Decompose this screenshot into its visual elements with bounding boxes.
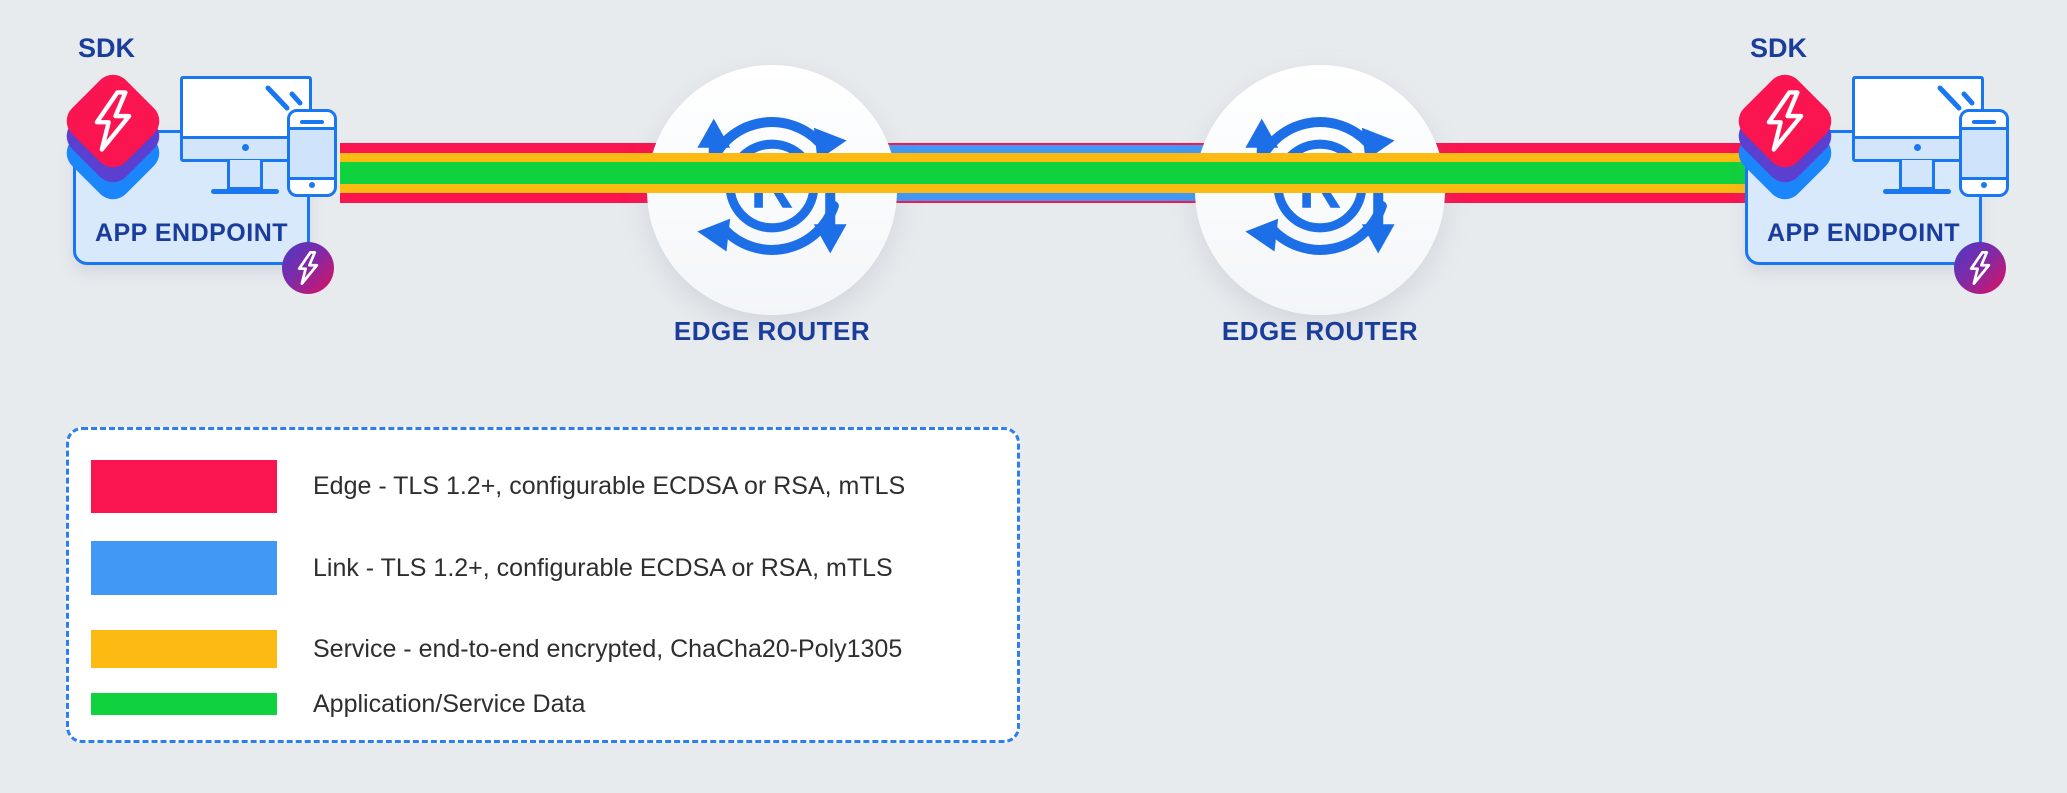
monitor-base <box>211 189 279 194</box>
legend-label-service: Service - end-to-end encrypted, ChaCha20… <box>313 635 903 663</box>
legend-label-data: Application/Service Data <box>313 690 586 718</box>
endpoint-label: APP ENDPOINT <box>94 219 289 247</box>
lightning-bolt-icon <box>297 251 319 285</box>
legend-swatch-link <box>91 541 277 595</box>
edge-router-left-label: EDGE ROUTER <box>673 316 871 346</box>
legend-swatch-edge <box>91 460 277 513</box>
lightning-bolt-icon <box>1766 90 1804 152</box>
data-stripe <box>340 162 1745 184</box>
app-endpoint-left: APP ENDPOINT SDK <box>0 0 360 310</box>
edge-router-right-label: EDGE ROUTER <box>1221 316 1419 346</box>
app-endpoint-right: APP ENDPOINT SDK <box>1672 0 2032 310</box>
lightning-bolt-icon <box>94 90 132 152</box>
monitor-base <box>1883 189 1951 194</box>
link-stripe-top <box>772 145 1320 153</box>
legend-swatch-service <box>91 630 277 668</box>
signal-marks-icon <box>265 85 303 111</box>
phone-screen <box>290 127 334 180</box>
legend-label-edge: Edge - TLS 1.2+, configurable ECDSA or R… <box>313 472 906 500</box>
monitor-bezel <box>1855 136 1981 159</box>
phone-screen <box>1962 127 2006 180</box>
legend-swatch-data <box>91 693 277 715</box>
monitor-dot <box>242 144 249 151</box>
phone-home-button <box>309 182 315 188</box>
signal-marks-icon <box>1937 85 1975 111</box>
service-stripe-bottom <box>340 184 1745 193</box>
monitor-stand <box>227 160 263 190</box>
monitor-stand <box>1899 160 1935 190</box>
phone-icon <box>287 109 337 197</box>
link-stripe-bottom <box>772 193 1320 201</box>
lightning-bolt-icon <box>1969 251 1991 285</box>
phone-home-button <box>1981 182 1987 188</box>
phone-icon <box>1959 109 2009 197</box>
monitor-dot <box>1914 144 1921 151</box>
sdk-label: SDK <box>78 33 136 63</box>
legend-label-link: Link - TLS 1.2+, configurable ECDSA or R… <box>313 554 893 582</box>
phone-speaker <box>1972 120 1996 124</box>
endpoint-label: APP ENDPOINT <box>1766 219 1961 247</box>
phone-speaker <box>300 120 324 124</box>
ziti-badge-icon <box>282 242 334 294</box>
sdk-stack-icon <box>58 67 168 207</box>
legend-box: Edge - TLS 1.2+, configurable ECDSA or R… <box>66 427 1020 743</box>
service-stripe-top <box>340 153 1745 162</box>
monitor-bezel <box>183 136 309 159</box>
ziti-badge-icon <box>1954 242 2006 294</box>
sdk-label: SDK <box>1750 33 1808 63</box>
sdk-stack-icon <box>1730 67 1840 207</box>
